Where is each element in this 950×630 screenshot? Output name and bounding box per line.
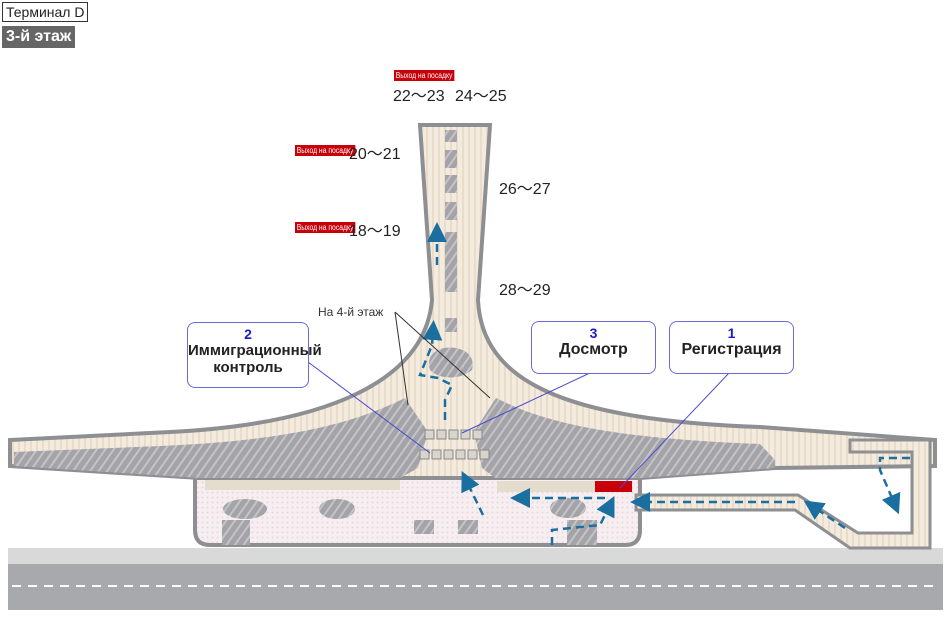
gate-20-21: 20〜21 xyxy=(349,146,401,163)
counter-bar-left xyxy=(205,480,400,490)
to-4th-floor-label: На 4-й этаж xyxy=(318,305,384,319)
step-number: 3 xyxy=(589,325,598,341)
boarding-exit-tag: Выход на посадку xyxy=(295,145,356,156)
step-number: 1 xyxy=(727,325,736,341)
terminal-label: Терминал D xyxy=(2,2,89,22)
gate-26-27: 26〜27 xyxy=(499,181,551,198)
step-number: 2 xyxy=(244,326,252,342)
step-label: Иммиграционный xyxy=(188,342,322,359)
gate-22-23: 22〜23 xyxy=(393,88,445,105)
restricted-area-left xyxy=(14,398,428,478)
gate-28-29: 28〜29 xyxy=(499,282,551,299)
gate-24-25: 24〜25 xyxy=(455,88,507,105)
boarding-exit-tag: Выход на посадку xyxy=(394,70,455,81)
route-path xyxy=(418,222,910,545)
callout-immigration: 2 Иммиграционный контроль xyxy=(187,322,322,388)
callout-checkin: 1 Регистрация xyxy=(669,321,794,374)
gate-18-19: 18〜19 xyxy=(349,223,401,240)
counter-bar-right xyxy=(497,481,595,492)
step-label: контроль xyxy=(213,359,283,376)
walkway xyxy=(634,438,932,550)
boarding-exit-tag: Выход на посадку xyxy=(295,222,356,233)
step-label: Регистрация xyxy=(681,341,782,358)
restricted-area-right xyxy=(474,398,775,478)
checkin-counter xyxy=(595,481,632,492)
floor-label: 3-й этаж xyxy=(2,26,76,48)
step-label: Досмотр xyxy=(559,341,628,358)
callout-security: 3 Досмотр xyxy=(531,321,656,374)
concourse xyxy=(8,123,937,480)
